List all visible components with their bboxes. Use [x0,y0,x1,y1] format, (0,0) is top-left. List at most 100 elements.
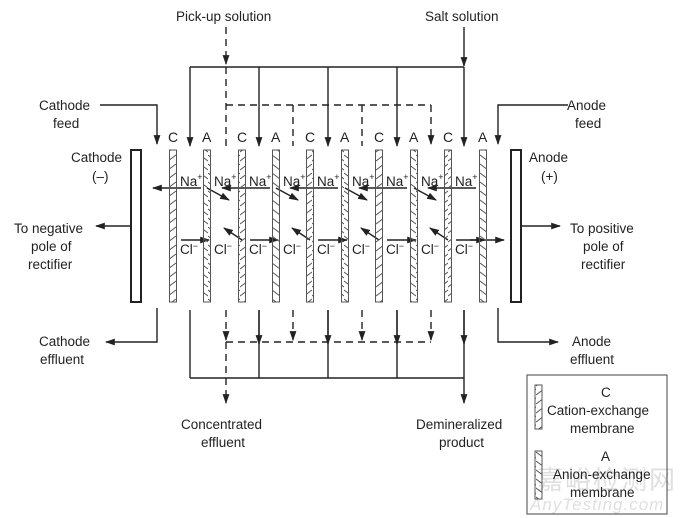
cation-label: Na+ [352,172,375,189]
anode-feed-line [494,104,568,145]
membrane-a [479,149,487,303]
cation-label: Na+ [283,172,306,189]
watermark-cn: 嘉峪检测网 [537,466,677,496]
anion-charge: − [434,241,439,251]
membrane-label: C [374,129,384,145]
membrane-label: C [305,129,315,145]
anode-feed-label-1: Anode [567,98,606,113]
cation-charge: + [403,172,408,182]
positive-pole-label-1: To positive [570,221,634,236]
membrane-c [375,149,383,303]
legend-anion-desc-1: Anion-exchange [553,467,651,482]
cathode-feed-line [100,104,161,145]
anion-label: Cl− [214,241,232,257]
cation-label: Na+ [455,172,478,189]
cation-label: Na+ [421,172,444,189]
legend-cation-letter: C [601,385,611,400]
anode-label: Anode [529,150,568,165]
anion-label: Cl− [283,241,301,257]
anion-label: Cl− [317,241,335,257]
cation-charge: + [334,172,339,182]
cation-charge: + [438,172,443,182]
positive-pole-label-2: pole of [583,239,624,254]
legend-cation-desc-2: membrane [570,421,635,436]
anion-charge: − [227,241,232,251]
membrane-label: A [478,129,488,145]
anion-label: Cl− [249,241,267,257]
legend-box [526,374,668,515]
anode-feed-label-2: feed [575,116,601,131]
watermark-en: AnyTesting.com [529,495,664,514]
cation-charge: + [231,172,236,182]
membrane-a [410,149,418,303]
anion-label: Cl− [421,241,439,257]
cation-charge: + [300,172,305,182]
membrane-label: A [340,129,350,145]
membrane-label: A [202,129,212,145]
concentrated-effluent-label-2: effluent [201,435,245,450]
anode-electrode [510,149,522,303]
cation-label: Na+ [180,172,203,189]
cation-charge: + [266,172,271,182]
anion-charge: − [262,241,267,251]
cathode-feed-label-1: Cathode [39,98,90,113]
cathode-effluent-label-2: effluent [40,352,84,367]
membrane-c [169,149,177,303]
membrane-c [444,149,452,303]
concentrated-effluent-label-1: Concentrated [181,417,262,432]
cathode-effluent-line [105,308,158,346]
cation-charge: + [472,172,477,182]
cation-label: Na+ [249,172,272,189]
cation-label: Na+ [214,172,237,189]
anion-charge: − [296,241,301,251]
anion-label: Cl− [352,241,370,257]
legend-cation-swatch [534,384,543,430]
cation-charge: + [369,172,374,182]
watermark: 嘉峪检测网 AnyTesting.com [529,466,677,514]
cathode-label: Cathode [71,150,122,165]
membrane-label: C [237,129,247,145]
anion-label: Cl− [180,241,198,257]
membrane-c [306,149,314,303]
negative-pole-label-1: To negative [14,221,83,236]
cathode-effluent-label-1: Cathode [39,334,90,349]
cathode-electrode [130,149,142,303]
cation-label: Na+ [386,172,409,189]
membrane-label: C [168,129,178,145]
anion-label: Cl− [455,241,473,257]
membrane-label: C [443,129,453,145]
legend-anion-swatch [534,450,543,500]
anode-effluent-label-1: Anode [572,334,611,349]
anode-effluent-line [497,308,559,346]
anion-charge: − [365,241,370,251]
pickup-solution-label: Pick-up solution [176,9,271,24]
anode-effluent-label-2: effluent [570,352,614,367]
demineralized-product-label-1: Demineralized [416,417,502,432]
anion-charge: − [468,241,473,251]
cation-charge: + [197,172,202,182]
membrane-a [341,149,349,303]
membrane-label: A [409,129,419,145]
positive-pole-label-3: rectifier [581,257,626,272]
anion-charge: − [330,241,335,251]
demineralized-product-label-2: product [439,435,484,450]
membrane-a [272,149,280,303]
cation-label: Na+ [317,172,340,189]
membrane-c [238,149,246,303]
legend-cation-desc-1: Cation-exchange [547,403,649,418]
membrane-a [203,149,211,303]
legend-anion-desc-2: membrane [570,485,635,500]
anode-sign: (+) [541,169,558,184]
salt-solution-label: Salt solution [425,9,499,24]
membrane-label: A [271,129,281,145]
anion-label: Cl− [386,241,404,257]
legend-anion-letter: A [601,449,610,464]
cathode-feed-label-2: feed [53,116,79,131]
cathode-sign: (–) [92,169,109,184]
negative-pole-label-2: pole of [31,239,72,254]
anion-charge: − [399,241,404,251]
anion-charge: − [193,241,198,251]
legend: C Cation-exchange membrane A Anion-excha… [526,374,668,515]
negative-pole-label-3: rectifier [28,257,73,272]
